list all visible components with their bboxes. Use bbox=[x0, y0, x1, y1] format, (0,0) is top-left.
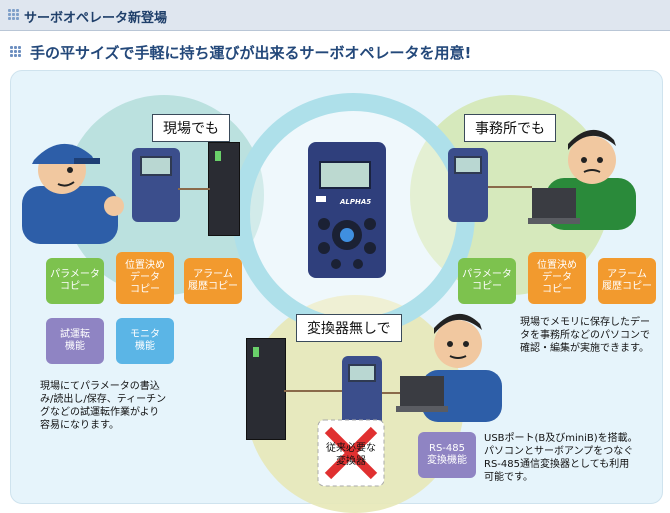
cable-right bbox=[488, 186, 532, 188]
box-trial-run: 試運転 機能 bbox=[46, 318, 104, 364]
label-field: 現場でも bbox=[152, 114, 230, 142]
office-worker-illustration bbox=[528, 129, 636, 230]
cable-bottom-left bbox=[284, 390, 342, 392]
box-right-position-copy: 位置決め データ コピー bbox=[528, 252, 586, 304]
worker-illustration bbox=[22, 143, 124, 244]
device-brand: ALPHA5 bbox=[340, 198, 372, 206]
section-header: サーボオペレータ新登場 bbox=[0, 0, 670, 31]
box-monitor: モニタ 機能 bbox=[116, 318, 174, 364]
handheld-operator-bottom bbox=[342, 356, 382, 428]
label-no-converter: 変換器無しで bbox=[296, 314, 402, 342]
box-right-alarm-copy: アラーム 履歴コピー bbox=[598, 258, 656, 304]
dots-icon bbox=[8, 9, 20, 21]
subtitle: 手の平サイズで手軽に持ち運びが出来るサーボオペレータを用意! bbox=[30, 44, 472, 62]
cable-bottom-right bbox=[382, 392, 400, 394]
box-rs485: RS-485 変換機能 bbox=[418, 432, 476, 478]
box-left-alarm-copy: アラーム 履歴コピー bbox=[184, 258, 242, 304]
pc-user-illustration bbox=[396, 313, 502, 422]
note-left: 現場にてパラメータの書込 み/読出し/保存、ティーチン グなどの試運転作業がより… bbox=[40, 381, 167, 431]
handheld-operator-left bbox=[132, 148, 180, 222]
handheld-operator-right bbox=[448, 148, 488, 222]
converter-crossed-label: 従来必要な 変換器 bbox=[326, 443, 376, 467]
note-bottom: USBポート(B及びminiB)を搭載。 パソコンとサーボアンプをつなぐ RS-… bbox=[484, 433, 638, 483]
dots-icon bbox=[10, 46, 24, 58]
section-title: サーボオペレータ新登場 bbox=[24, 11, 168, 26]
crossed-converter-icon bbox=[317, 419, 385, 487]
servo-amplifier-bottom bbox=[246, 338, 286, 440]
box-left-parameter-copy: パラメータ コピー bbox=[46, 258, 104, 304]
cable-left bbox=[178, 188, 210, 190]
box-right-parameter-copy: パラメータ コピー bbox=[458, 258, 516, 304]
box-left-position-copy: 位置決め データ コピー bbox=[116, 252, 174, 304]
label-office: 事務所でも bbox=[464, 114, 556, 142]
servo-amplifier-left bbox=[208, 142, 240, 236]
center-servo-operator bbox=[308, 142, 386, 278]
note-right: 現場でメモリに保存したデー タを事務所などのパソコンで 確認・編集が実施できます… bbox=[520, 317, 650, 354]
